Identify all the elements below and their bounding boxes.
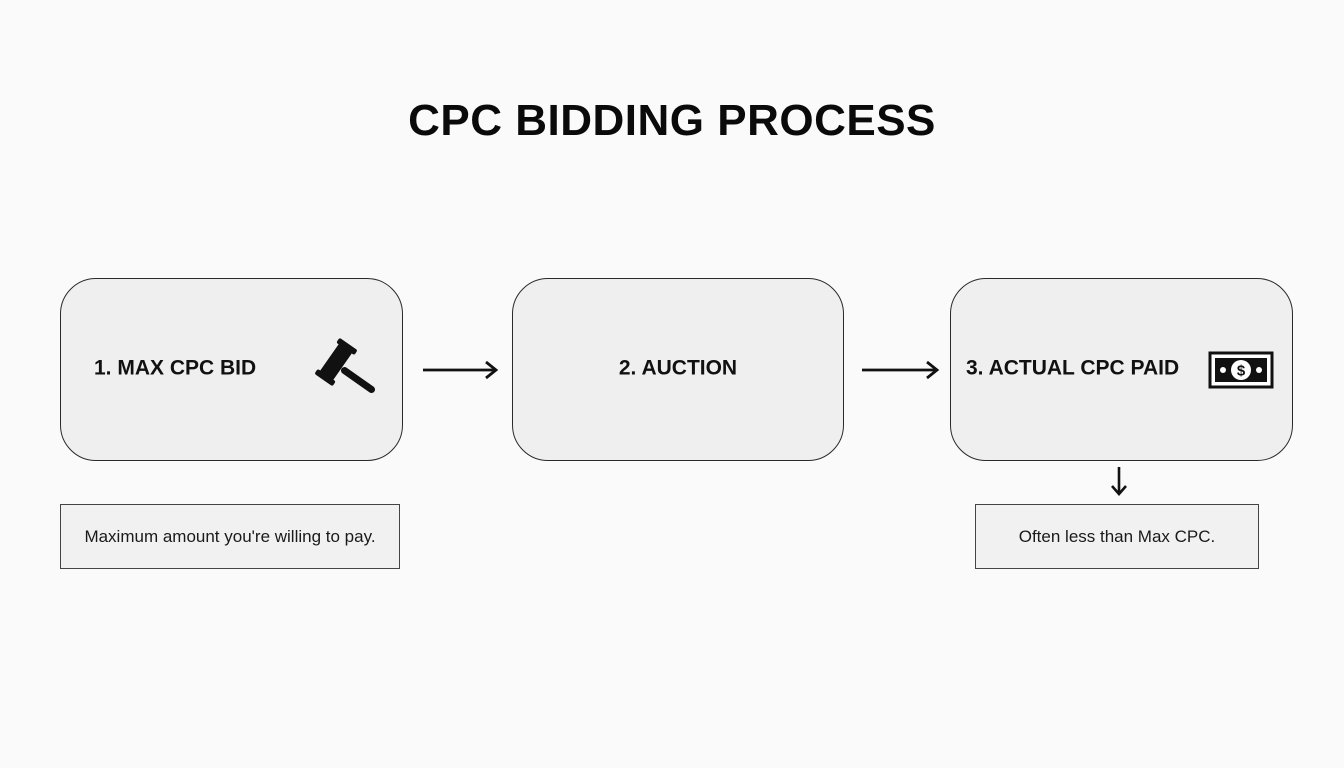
step-label-max-cpc-bid: 1. MAX CPC BID	[94, 356, 257, 380]
diagram-title: CPC BIDDING PROCESS	[408, 96, 936, 145]
arrow-right-icon	[423, 360, 499, 380]
cash-icon: $	[1208, 351, 1274, 389]
arrow-down-icon	[1111, 467, 1127, 496]
step-label-actual-cpc-paid: 3. ACTUAL CPC PAID	[966, 356, 1180, 380]
arrow-right-icon	[862, 360, 940, 380]
note-max-cpc-bid: Maximum amount you're willing to pay.	[60, 504, 400, 569]
note-actual-cpc-paid: Often less than Max CPC.	[975, 504, 1259, 569]
gavel-icon	[315, 338, 376, 393]
step-box-auction	[512, 278, 844, 461]
step-label-auction: 2. AUCTION	[618, 356, 738, 380]
svg-text:$: $	[1237, 363, 1246, 380]
